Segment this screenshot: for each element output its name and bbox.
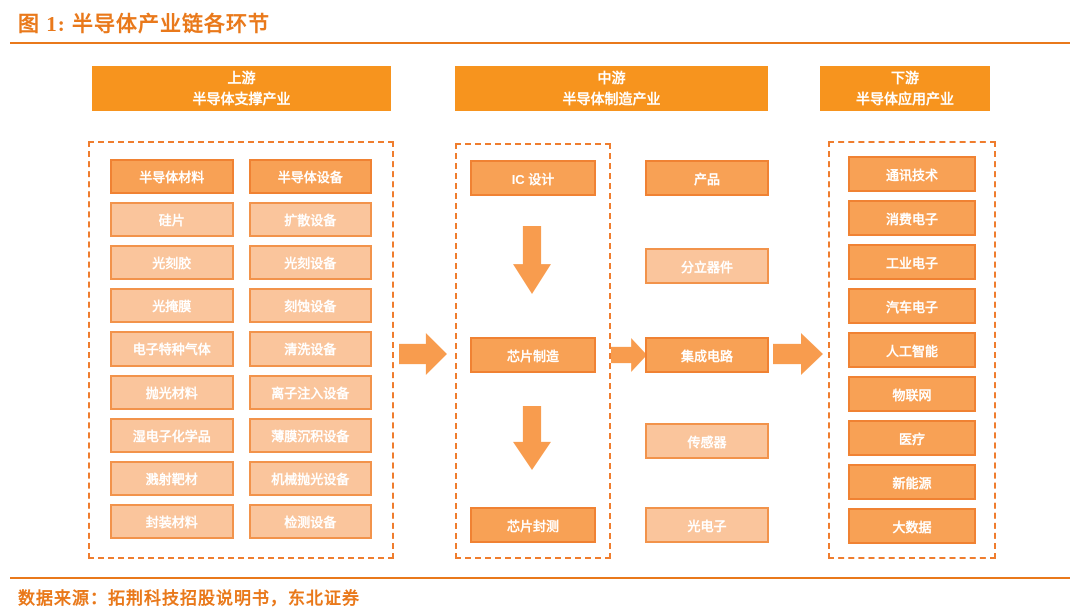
upstream-grid: 半导体材料 半导体设备 硅片 扩散设备 光刻胶 光刻设备 光掩膜 刻蚀设备 电子… [110,159,372,539]
midstream-product-integrated-circuits: 集成电路 [645,337,769,373]
downstream-header-line2: 半导体应用产业 [856,90,954,107]
midstream-header-line2: 半导体制造产业 [562,90,661,107]
midstream-flow-chip-manufacture: 芯片制造 [470,337,596,373]
midstream-flow-ic-design: IC 设计 [470,160,596,196]
downstream-item: 消费电子 [848,200,976,236]
upstream-item-materials: 电子特种气体 [110,331,234,367]
upstream-item-equipment: 检测设备 [248,503,372,539]
downstream-item: 大数据 [848,508,976,544]
midstream-header: 中游 半导体制造产业 [455,66,768,111]
source-divider [10,577,1070,579]
upstream-header: 上游 半导体支撑产业 [92,66,391,111]
midstream-product-optoelectronics: 光电子 [645,507,769,543]
midstream-group [455,143,611,559]
arrow-manufacture-to-ic-icon [611,338,647,372]
arrow-upstream-to-midstream-icon [399,333,447,375]
upstream-item-equipment: 半导体设备 [248,159,372,195]
upstream-item-materials: 光掩膜 [110,288,234,324]
upstream-item-materials: 溅射靶材 [110,460,234,496]
upstream-item-equipment: 扩散设备 [248,202,372,238]
figure-title: 图 1: 半导体产业链各环节 [18,12,270,36]
arrow-midstream-to-downstream-icon [773,333,823,375]
upstream-item-materials: 湿电子化学品 [110,417,234,453]
downstream-item: 医疗 [848,420,976,456]
upstream-item-equipment: 离子注入设备 [248,374,372,410]
source-note: 数据来源：拓荆科技招股说明书，东北证券 [18,589,360,608]
downstream-item: 汽车电子 [848,288,976,324]
upstream-header-line1: 上游 [227,70,256,87]
upstream-item-materials: 硅片 [110,202,234,238]
downstream-item: 人工智能 [848,332,976,368]
midstream-product-sensors: 传感器 [645,423,769,459]
midstream-header-line1: 中游 [597,70,626,87]
upstream-item-equipment: 机械抛光设备 [248,460,372,496]
upstream-item-equipment: 光刻设备 [248,245,372,281]
downstream-list: 通讯技术 消费电子 工业电子 汽车电子 人工智能 物联网 医疗 新能源 大数据 [848,156,976,544]
downstream-item: 工业电子 [848,244,976,280]
downstream-item: 新能源 [848,464,976,500]
upstream-item-materials: 光刻胶 [110,245,234,281]
downstream-group: 通讯技术 消费电子 工业电子 汽车电子 人工智能 物联网 医疗 新能源 大数据 [828,141,996,559]
midstream-product-discrete-devices: 分立器件 [645,248,769,284]
midstream-products-title: 产品 [645,160,769,196]
upstream-item-materials: 封装材料 [110,503,234,539]
upstream-group: 半导体材料 半导体设备 硅片 扩散设备 光刻胶 光刻设备 光掩膜 刻蚀设备 电子… [88,141,394,559]
downstream-item: 物联网 [848,376,976,412]
upstream-item-materials: 半导体材料 [110,159,234,195]
title-divider [10,42,1070,44]
upstream-header-line2: 半导体支撑产业 [192,90,291,107]
upstream-item-equipment: 刻蚀设备 [248,288,372,324]
downstream-header-line1: 下游 [891,70,919,87]
upstream-item-equipment: 薄膜沉积设备 [248,417,372,453]
downstream-item: 通讯技术 [848,156,976,192]
midstream-flow-chip-packaging-testing: 芯片封测 [470,507,596,543]
upstream-item-equipment: 清洗设备 [248,331,372,367]
upstream-item-materials: 抛光材料 [110,374,234,410]
downstream-header: 下游 半导体应用产业 [820,66,990,111]
